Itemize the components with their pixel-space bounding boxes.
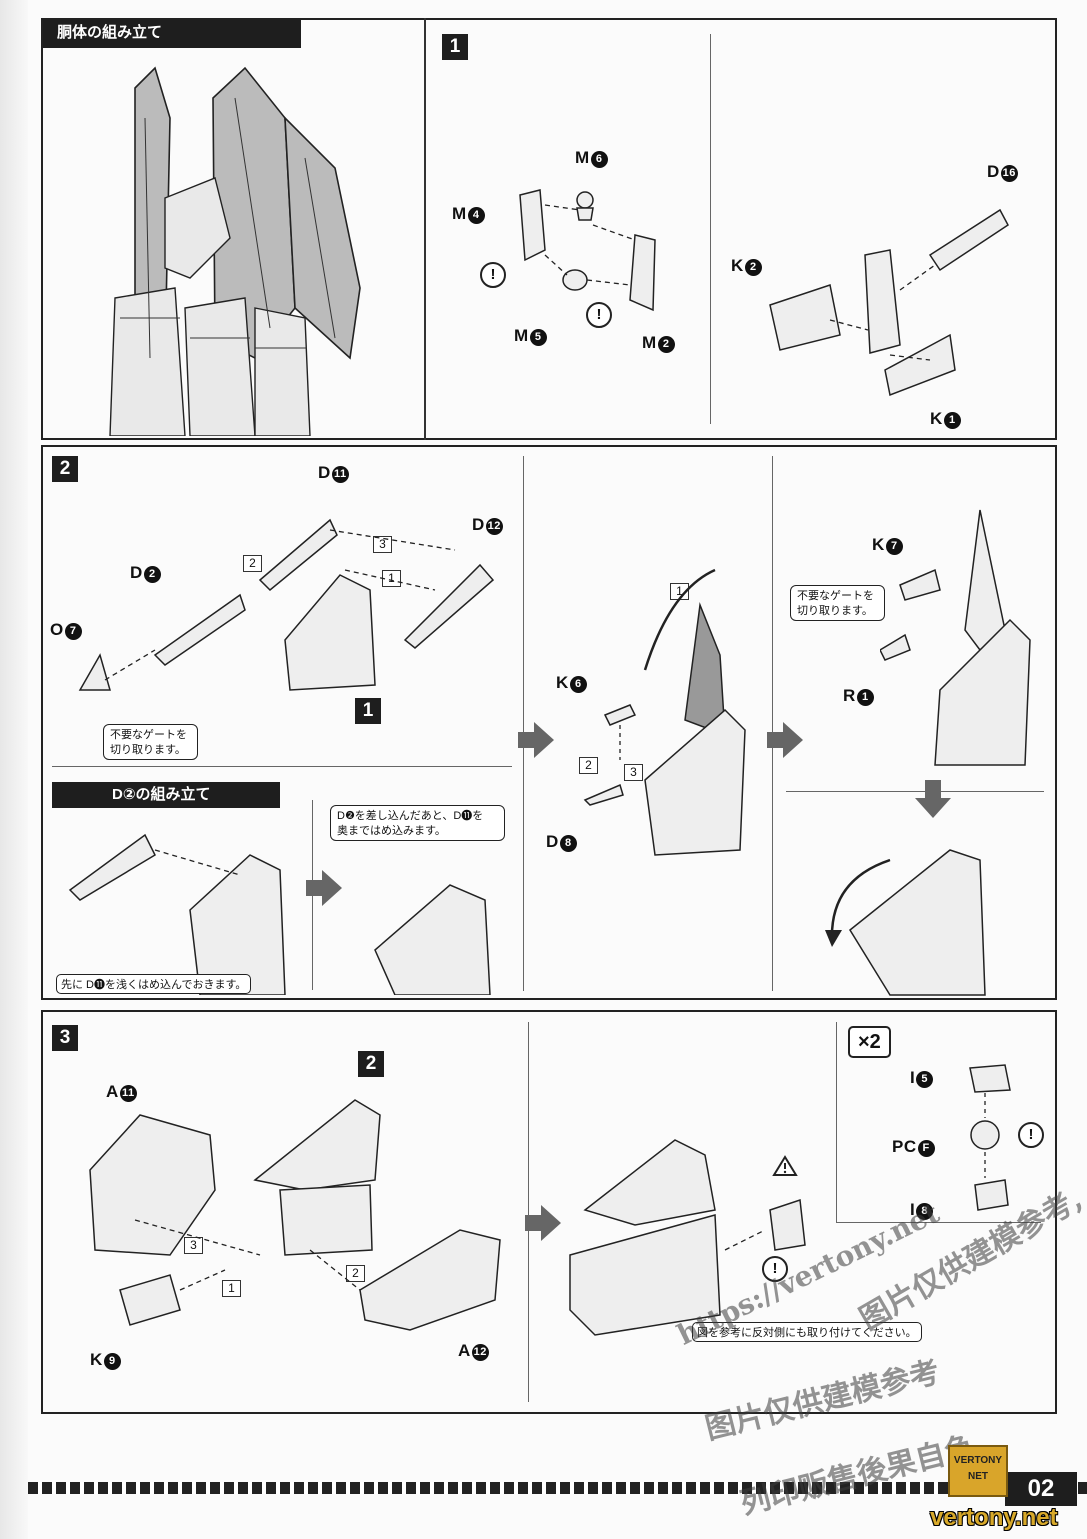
- gate-note: 不要なゲートを 切り取ります。: [103, 724, 198, 760]
- section-header: 胴体の組み立て: [43, 20, 301, 48]
- top-vertical-divider: [424, 18, 426, 440]
- bottom-frame: [41, 1010, 1057, 1414]
- fin-assembly-illustration: [880, 509, 1031, 766]
- sub-divider: [52, 766, 512, 767]
- frame-assembly-illustration: [769, 208, 1009, 397]
- step-1-split: [710, 34, 711, 424]
- order-box: 3: [184, 1237, 203, 1254]
- d2-assembly-illustration-a: [68, 833, 286, 995]
- middle-divider-b: [772, 456, 773, 991]
- sub-section-header: D②の組み立て: [52, 782, 280, 808]
- binding-spine: [0, 0, 28, 1539]
- step-3-badge: 3: [52, 1025, 78, 1051]
- final-assembly-illustration: [569, 1139, 806, 1336]
- insert-note: D❷を差し込んだあと、D⓫を 奥まではめ込みます。: [330, 805, 505, 841]
- caution-icon: !: [762, 1256, 788, 1282]
- d2-divider: [312, 800, 313, 990]
- step-1-badge: 1: [442, 34, 468, 60]
- polycap-illustration: [969, 1064, 1011, 1211]
- x2-divider-h: [836, 1222, 1041, 1223]
- watermark-logo: VERTONY NET: [948, 1445, 1008, 1497]
- flow-arrow: [306, 870, 342, 906]
- page-number: 02: [1005, 1472, 1077, 1506]
- ref-step-1-badge: 1: [355, 698, 381, 724]
- order-box: 3: [373, 536, 392, 553]
- flow-arrow: [767, 722, 803, 758]
- sub-divider-right: [786, 791, 1044, 792]
- caution-icon: !: [1018, 1122, 1044, 1148]
- middle-divider-a: [523, 456, 524, 991]
- flow-arrow-down: [915, 780, 951, 818]
- order-box: 3: [624, 764, 643, 781]
- step2-parts-illustration: [78, 518, 495, 691]
- caution-icon: !: [480, 262, 506, 288]
- middle-frame: [41, 445, 1057, 1000]
- step3-parts-illustration: [89, 1099, 501, 1331]
- gate-note: 不要なゲートを 切り取ります。: [790, 585, 885, 621]
- blade-assembly-illustration: [583, 568, 746, 856]
- joint-parts-illustration: [519, 189, 656, 312]
- other-side-note: 図を参考に反対側にも取り付けてください。: [692, 1322, 922, 1342]
- order-box: 1: [222, 1280, 241, 1297]
- step-2-badge: 2: [52, 456, 78, 482]
- order-box: 2: [243, 555, 262, 572]
- bottom-divider: [528, 1022, 529, 1402]
- multiplier-badge: ×2: [848, 1026, 891, 1058]
- flow-arrow: [518, 722, 554, 758]
- ref-step-2-badge: 2: [358, 1051, 384, 1077]
- flow-arrow: [525, 1205, 561, 1241]
- top-frame: [41, 18, 1057, 440]
- d2-assembly-illustration-b: [374, 884, 491, 995]
- watermark-site: vertony.net: [930, 1504, 1058, 1531]
- order-box: 2: [579, 757, 598, 774]
- folded-assembly-illustration: [825, 849, 986, 996]
- caution-icon: !: [586, 302, 612, 328]
- order-box: 2: [346, 1265, 365, 1282]
- torso-illustration: [109, 66, 361, 436]
- warning-triangle-icon: [772, 1155, 798, 1176]
- x2-divider-v: [836, 1022, 837, 1222]
- footer-band: [28, 1482, 1087, 1494]
- shallow-note: 先に D⓫を浅くはめ込んでおきます。: [56, 974, 252, 994]
